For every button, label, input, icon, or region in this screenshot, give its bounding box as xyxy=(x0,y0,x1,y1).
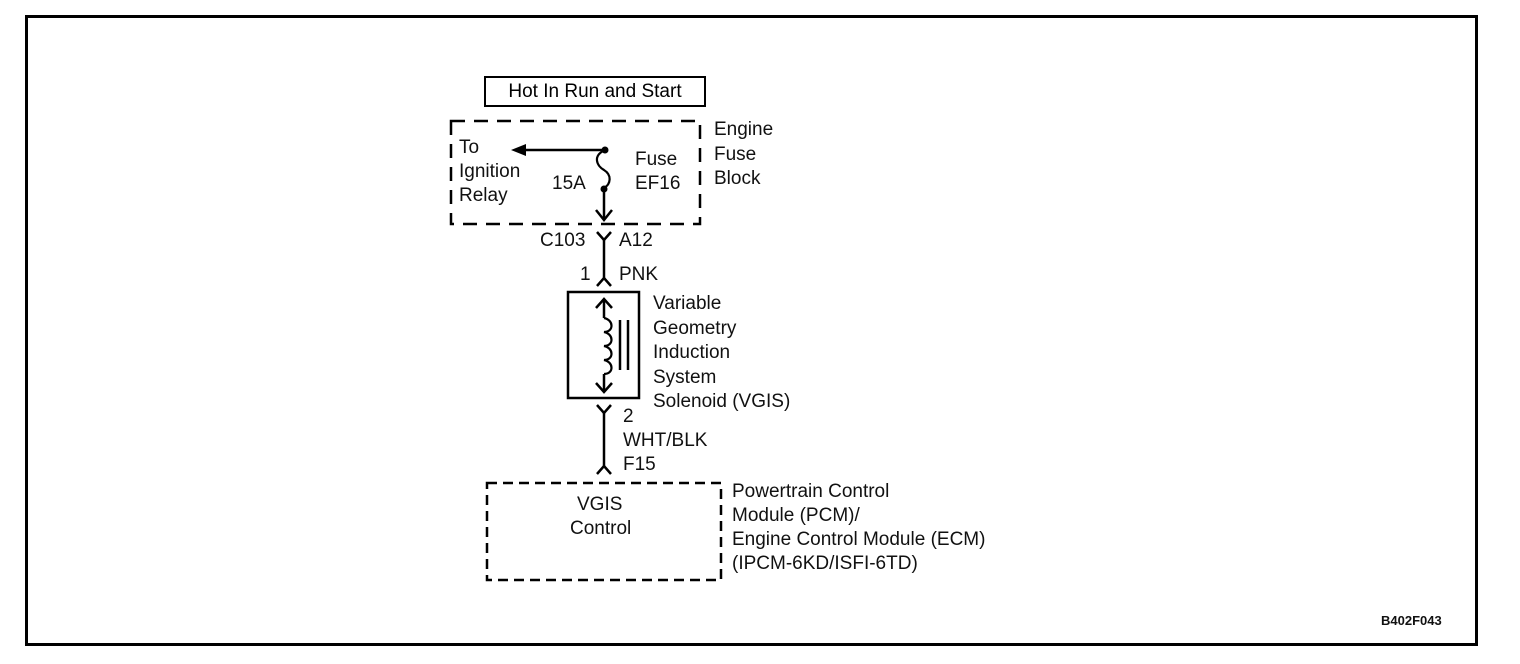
fuse-output-arrow-icon xyxy=(595,209,613,223)
figure-id-label: B402F043 xyxy=(1381,613,1442,628)
solenoid-coil-icon xyxy=(603,316,613,376)
wire-1-color-label: PNK xyxy=(619,264,659,285)
connector-pin-label: A12 xyxy=(619,230,653,251)
module-name-line-4: (IPCM-6KD/ISFI-6TD) xyxy=(732,553,918,574)
module-inner-label-line-2: Control xyxy=(570,518,632,539)
solenoid-pin-1-icon xyxy=(596,276,612,287)
solenoid-outline xyxy=(566,290,641,400)
solenoid-arrow-up-icon xyxy=(595,297,613,309)
fuse-block-name-line-1: Engine xyxy=(714,119,774,140)
solenoid-pin-2-label: 2 xyxy=(623,406,634,427)
module-inner-label-line-1: VGIS xyxy=(577,494,623,515)
diagram-frame xyxy=(25,15,1478,646)
ignition-relay-label-line-1: To xyxy=(459,137,480,158)
solenoid-name-line-2: Geometry xyxy=(653,318,737,339)
fuse-rating-label: 15A xyxy=(552,173,586,194)
connector-id-label: C103 xyxy=(540,230,586,251)
connector-c103-icon xyxy=(596,231,612,242)
module-pin-f15-icon xyxy=(596,464,612,475)
fuse-label-line-1: Fuse xyxy=(635,149,678,170)
wire-2-color-label: WHT/BLK xyxy=(623,430,708,451)
ignition-relay-label-line-2: Ignition xyxy=(459,161,521,182)
module-name-line-2: Module (PCM)/ xyxy=(732,505,860,526)
power-source-label: Hot In Run and Start xyxy=(484,76,706,107)
solenoid-arrow-down-icon xyxy=(595,382,613,394)
solenoid-pin-2-icon xyxy=(596,404,612,415)
fuse-block-name-line-2: Fuse xyxy=(714,144,757,165)
control-module-outline xyxy=(485,481,723,582)
fuse-icon xyxy=(595,149,611,189)
ignition-relay-label-line-3: Relay xyxy=(459,185,508,206)
solenoid-pin-1-label: 1 xyxy=(580,264,591,285)
fuse-label-line-2: EF16 xyxy=(635,173,681,194)
module-pin-label: F15 xyxy=(623,454,656,475)
solenoid-name-line-5: Solenoid (VGIS) xyxy=(653,391,791,412)
module-name-line-3: Engine Control Module (ECM) xyxy=(732,529,986,550)
fuse-block-name-line-3: Block xyxy=(714,168,761,189)
ignition-relay-arrow-icon xyxy=(511,144,526,156)
fuse-block-outline xyxy=(449,119,702,226)
solenoid-name-line-4: System xyxy=(653,367,717,388)
module-name-line-1: Powertrain Control xyxy=(732,481,890,502)
solenoid-name-line-1: Variable xyxy=(653,293,722,314)
solenoid-name-line-3: Induction xyxy=(653,342,731,363)
